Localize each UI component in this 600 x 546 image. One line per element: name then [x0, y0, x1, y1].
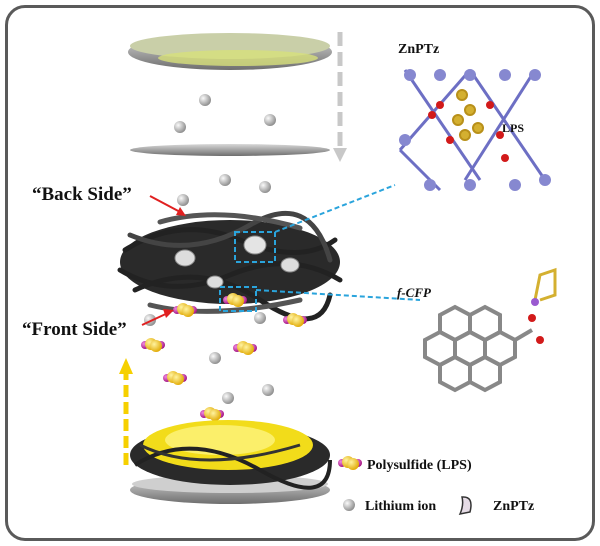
legend: Polysulfide (LPS) Lithium ion ZnPTz — [338, 456, 534, 516]
top-electrode-disc — [128, 33, 332, 70]
front-side-arrow — [141, 309, 174, 326]
sulfur-cathode — [130, 420, 332, 490]
znptz-label: ZnPTz — [398, 42, 439, 57]
zoom-boxes — [219, 184, 421, 312]
back-side-arrow — [149, 195, 186, 216]
down-arrow — [333, 32, 347, 162]
znptz-legend-icon — [458, 496, 472, 516]
polysulfide-legend-icon — [338, 456, 362, 470]
lithium-legend-icon — [343, 499, 355, 511]
fcfp-label: f-CFP — [397, 285, 432, 300]
legend-znptz: ZnPTz — [493, 499, 534, 514]
up-arrow — [119, 358, 133, 465]
back-side-label: “Back Side” — [32, 184, 132, 205]
znptz-crystal-structure — [398, 69, 551, 192]
figure-frame — [5, 5, 595, 541]
fcfp-molecular-structure — [423, 267, 557, 393]
cfp-fiber-mat — [117, 210, 343, 322]
lps-label: LPS — [502, 121, 524, 135]
legend-polysulfide: Polysulfide (LPS) — [367, 458, 472, 473]
legend-lithium: Lithium ion — [365, 499, 436, 514]
separator-disc — [130, 144, 330, 156]
front-side-label: “Front Side” — [22, 319, 127, 340]
